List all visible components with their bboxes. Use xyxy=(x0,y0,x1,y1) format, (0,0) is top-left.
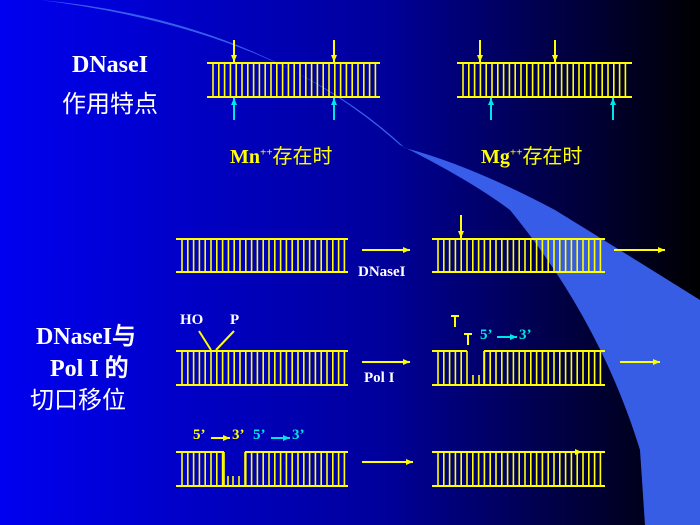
decorative-swoosh xyxy=(40,0,700,525)
p-pointer xyxy=(215,330,235,351)
mg-label: Mg++存在时 xyxy=(481,144,583,168)
cyan-5b-label: 5’ xyxy=(253,427,266,443)
yellow-5-label: 5’ xyxy=(193,427,206,443)
direction-arrow-head xyxy=(223,435,230,441)
cut-arrow-down-head xyxy=(552,55,558,62)
ho-pointer xyxy=(198,330,212,351)
cyan-5-label: 5’ xyxy=(480,327,493,343)
synthesis-arrow-head xyxy=(575,449,582,455)
direction-arrow-head xyxy=(510,334,517,340)
ho-label: HO xyxy=(180,312,204,328)
nick-line2: Pol I 的 xyxy=(50,356,129,382)
mn-label: Mn++存在时 xyxy=(230,144,333,168)
cut-arrow-down-head xyxy=(231,55,237,62)
step-arrow-head xyxy=(406,459,413,465)
cut-arrow-up-head xyxy=(331,98,337,105)
p-label: P xyxy=(230,312,240,328)
pol-step-label: Pol I xyxy=(364,370,395,386)
cut-arrow-up-head xyxy=(610,98,616,105)
cut-arrow-up-head xyxy=(488,98,494,105)
cut-arrow-down-head xyxy=(477,55,483,62)
yellow-3-label: 3’ xyxy=(232,427,245,443)
nick-arrow-head xyxy=(458,231,464,238)
step-arrow-head xyxy=(653,359,660,365)
step-arrow-head xyxy=(403,247,410,253)
nick-line1: DNaseI与 xyxy=(36,324,136,350)
cut-arrow-down-head xyxy=(331,55,337,62)
direction-arrow-head xyxy=(283,435,290,441)
step-arrow-head xyxy=(403,359,410,365)
cut-arrow-up-head xyxy=(231,98,237,105)
cyan-3-label: 3’ xyxy=(519,327,532,343)
title-line1: DNaseI xyxy=(72,52,148,78)
cyan-3b-label: 3’ xyxy=(292,427,305,443)
dna-diagrams xyxy=(176,40,665,487)
nick-line3: 切口移位 xyxy=(30,386,126,414)
dnase-step-label: DNaseI xyxy=(358,264,406,280)
title-line2: 作用特点 xyxy=(62,90,158,118)
step-arrow-head xyxy=(658,247,665,253)
